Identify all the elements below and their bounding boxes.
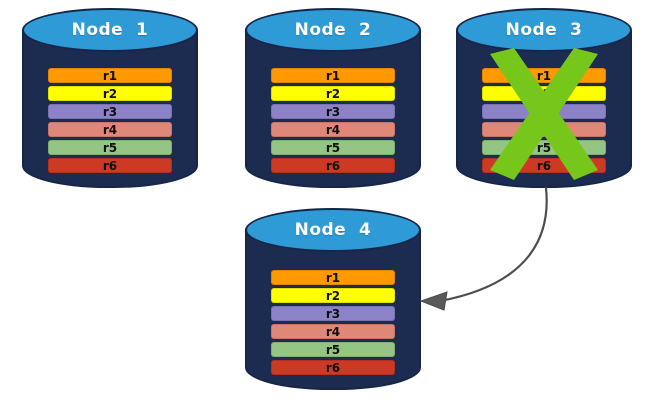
node-2[interactable]: Node 2 r1 r2 r3 r4 r5 r6 bbox=[245, 8, 421, 188]
node-2-row-r5[interactable]: r5 bbox=[271, 140, 395, 155]
node-2-row-r2[interactable]: r2 bbox=[271, 86, 395, 101]
node-3-rows: r1 r2 r3 r4 r5 r6 bbox=[456, 68, 632, 173]
node-3-row-r5[interactable]: r5 bbox=[482, 140, 606, 155]
node-2-row-r6[interactable]: r6 bbox=[271, 158, 395, 173]
node-4-rows: r1 r2 r3 r4 r5 r6 bbox=[245, 270, 421, 375]
node-4-row-r6[interactable]: r6 bbox=[271, 360, 395, 375]
node-2-row-r3[interactable]: r3 bbox=[271, 104, 395, 119]
node-3-row-r1[interactable]: r1 bbox=[482, 68, 606, 83]
node-4-row-r2[interactable]: r2 bbox=[271, 288, 395, 303]
node-4-row-r4[interactable]: r4 bbox=[271, 324, 395, 339]
node-3-row-r4[interactable]: r4 bbox=[482, 122, 606, 137]
node-4-row-r3[interactable]: r3 bbox=[271, 306, 395, 321]
node-2-title: Node 2 bbox=[294, 20, 372, 40]
node-2-row-r4[interactable]: r4 bbox=[271, 122, 395, 137]
node-2-cylinder-top bbox=[245, 8, 421, 52]
node-1-rows: r1 r2 r3 r4 r5 r6 bbox=[22, 68, 198, 173]
replication-arrow-line bbox=[438, 186, 548, 303]
node-1-title: Node 1 bbox=[71, 20, 149, 40]
node-3[interactable]: Node 3 r1 r2 r3 r4 r5 r6 bbox=[456, 8, 632, 188]
node-3-row-r3[interactable]: r3 bbox=[482, 104, 606, 119]
node-3-row-r2[interactable]: r2 bbox=[482, 86, 606, 101]
node-1-row-r6[interactable]: r6 bbox=[48, 158, 172, 173]
node-4-cylinder-top bbox=[245, 208, 421, 252]
node-3-row-r6[interactable]: r6 bbox=[482, 158, 606, 173]
node-1[interactable]: Node 1 r1 r2 r3 r4 r5 r6 bbox=[22, 8, 198, 188]
node-4-row-r1[interactable]: r1 bbox=[271, 270, 395, 285]
node-2-row-r1[interactable]: r1 bbox=[271, 68, 395, 83]
node-1-row-r3[interactable]: r3 bbox=[48, 104, 172, 119]
node-1-row-r1[interactable]: r1 bbox=[48, 68, 172, 83]
node-3-title: Node 3 bbox=[505, 20, 583, 40]
node-4[interactable]: Node 4 r1 r2 r3 r4 r5 r6 bbox=[245, 208, 421, 390]
node-4-row-r5[interactable]: r5 bbox=[271, 342, 395, 357]
node-1-cylinder-top bbox=[22, 8, 198, 52]
node-4-title: Node 4 bbox=[294, 220, 372, 240]
replication-arrow-head-icon bbox=[419, 291, 448, 311]
node-1-row-r5[interactable]: r5 bbox=[48, 140, 172, 155]
node-1-row-r4[interactable]: r4 bbox=[48, 122, 172, 137]
node-1-row-r2[interactable]: r2 bbox=[48, 86, 172, 101]
node-2-rows: r1 r2 r3 r4 r5 r6 bbox=[245, 68, 421, 173]
